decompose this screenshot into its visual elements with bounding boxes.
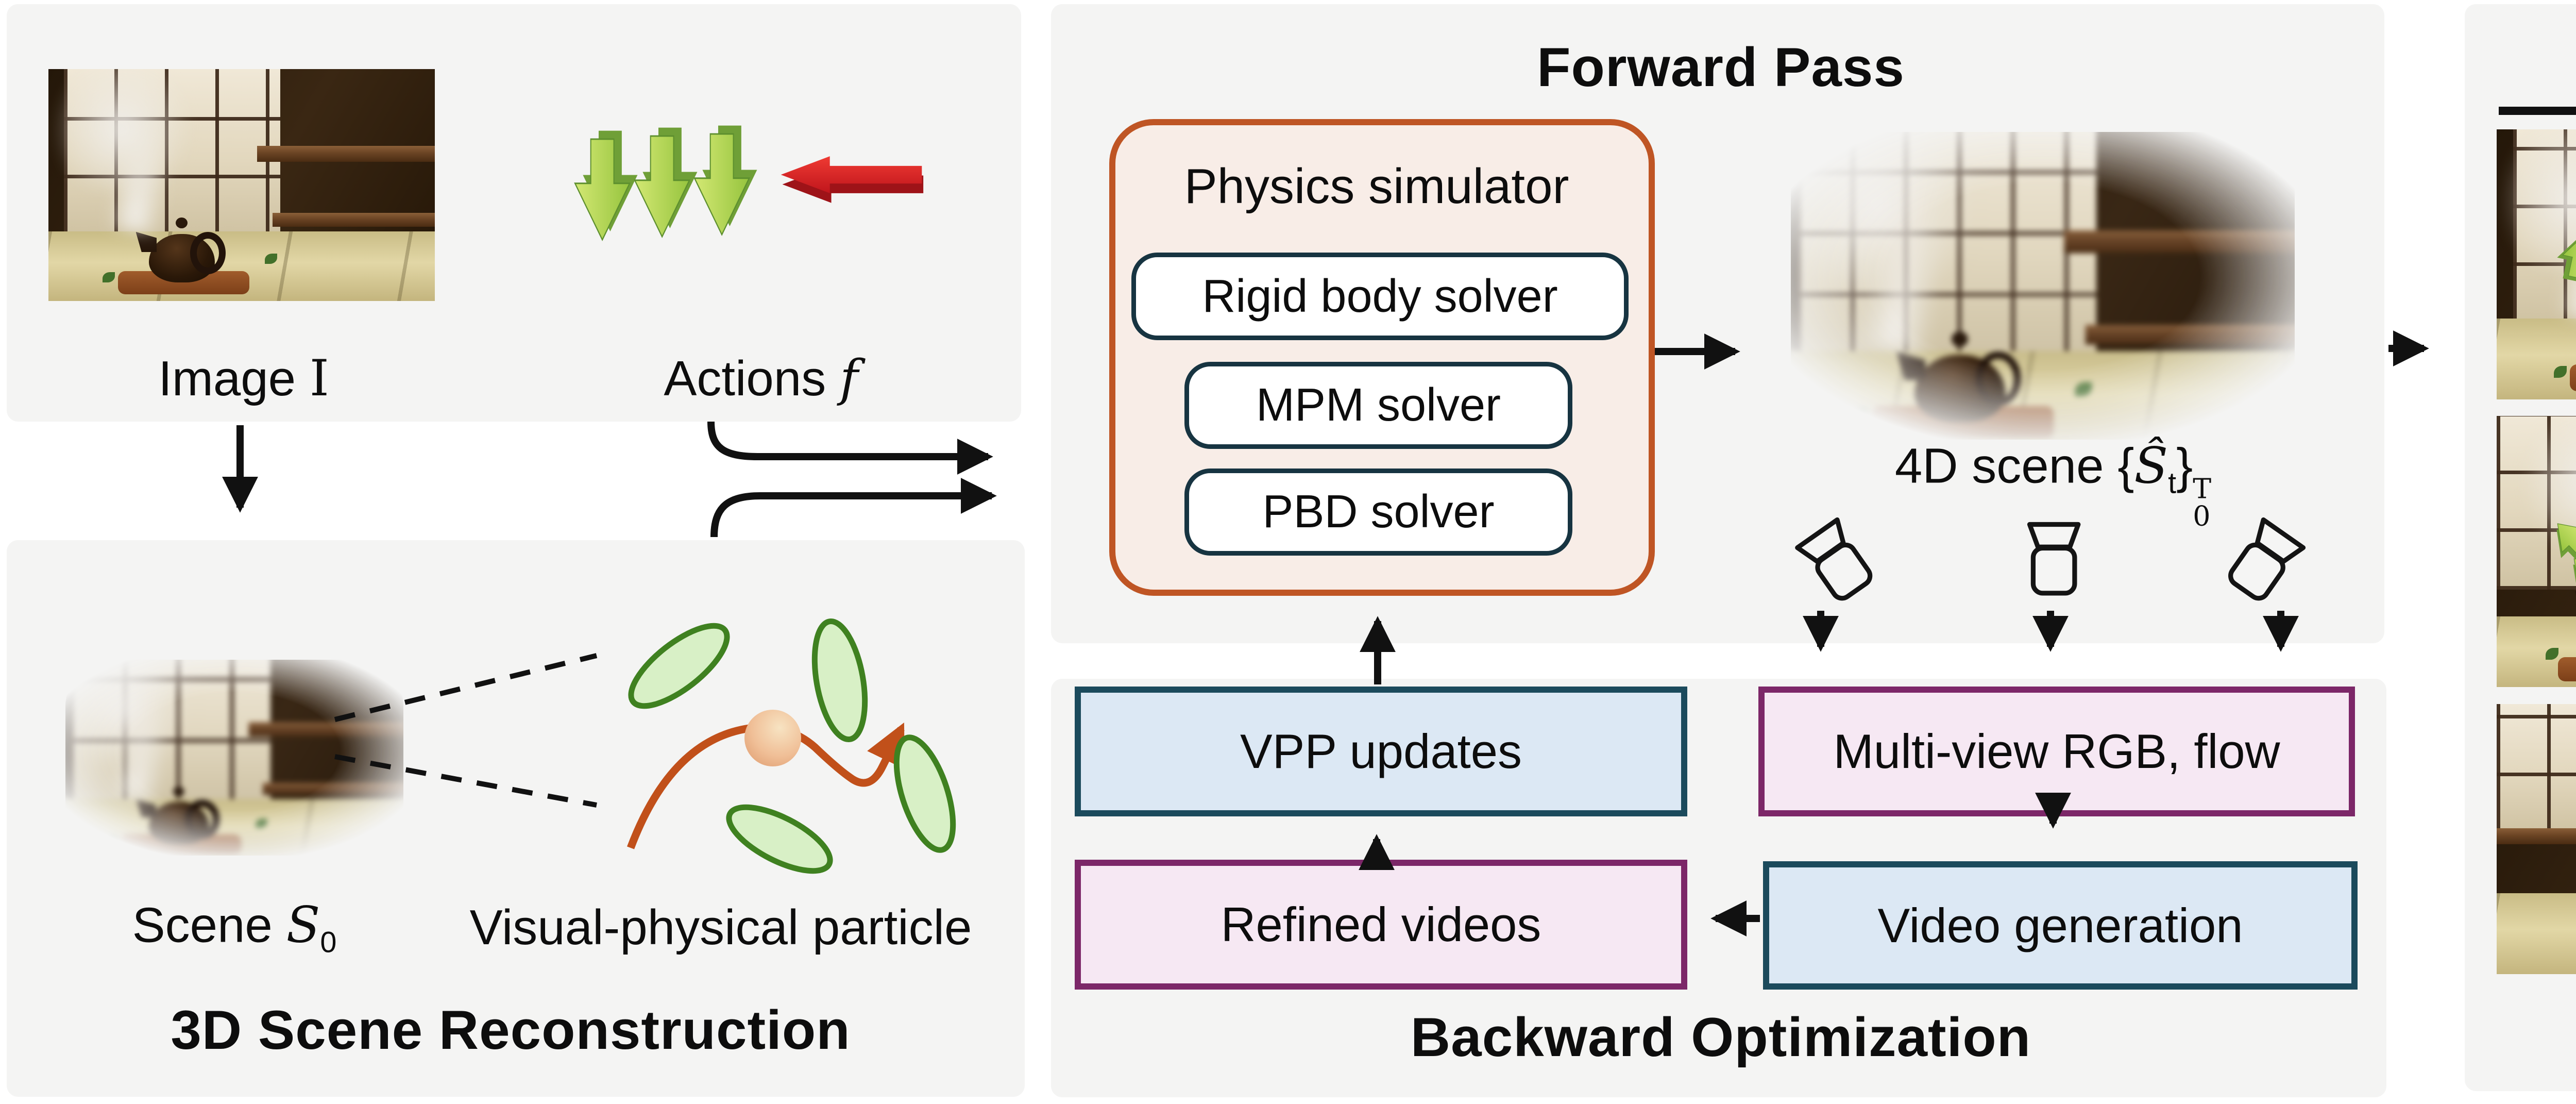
shelf-element	[2085, 325, 2310, 345]
left-section-title: 3D Scene Reconstruction	[171, 999, 851, 1061]
leaf-element	[2545, 647, 2559, 660]
grid-cell-r3c1	[2497, 704, 2576, 974]
scene-mock	[2497, 416, 2576, 687]
leaf-element	[265, 253, 277, 264]
shelf-element	[257, 145, 435, 162]
teapot-handle	[1975, 352, 2021, 407]
steam-element	[52, 69, 192, 190]
leaf-element	[256, 818, 267, 828]
4d-scene-render	[1775, 123, 2310, 449]
scene-mock	[2497, 129, 2576, 399]
mpm-solver-label: MPM solver	[1256, 379, 1501, 431]
floor-element	[2497, 318, 2576, 399]
scene-mock	[2497, 704, 2576, 974]
image-symbol: I	[309, 349, 329, 407]
leaf-element	[105, 835, 117, 845]
scene-mock	[48, 69, 435, 301]
steam-element	[59, 654, 188, 762]
video-generation-box: Video generation	[1763, 861, 2358, 990]
arrow-actions-to-simulator	[707, 421, 993, 475]
particle-label: Visual-physical particle	[469, 900, 972, 955]
refined-videos-label: Refined videos	[1221, 897, 1541, 951]
shelf-element	[273, 213, 435, 227]
steam-element	[1781, 123, 1974, 293]
pbd-solver-box: PBD solver	[1184, 469, 1572, 556]
vpp-updates-label: VPP updates	[1240, 724, 1522, 778]
shelf-element	[2497, 828, 2576, 845]
refined-videos-box: Refined videos	[1075, 860, 1687, 990]
steam-element	[2521, 416, 2576, 546]
multiview-rgb-flow-label: Multi-view RGB, flow	[1833, 724, 2280, 778]
shelf-element	[248, 722, 414, 737]
scene-mock	[1775, 123, 2310, 449]
tray-element	[2570, 364, 2576, 392]
mpm-solver-box: MPM solver	[1184, 362, 1572, 449]
pbd-solver-label: PBD solver	[1262, 486, 1495, 538]
scene-s0-thumbnail	[55, 654, 414, 862]
leaf-element	[2553, 365, 2567, 378]
teapot-lid	[173, 787, 184, 796]
win-element	[2497, 704, 2576, 834]
leaf-element	[103, 272, 115, 282]
video-generation-label: Video generation	[1877, 898, 2243, 952]
tray-element	[2557, 657, 2576, 682]
arrow-scene-to-simulator	[710, 478, 997, 538]
rigid-body-solver-label: Rigid body solver	[1202, 270, 1558, 322]
vpp-updates-box: VPP updates	[1075, 687, 1687, 816]
input-image	[48, 69, 435, 301]
teapot-handle	[184, 799, 220, 840]
grid-cell-r1c1	[2497, 129, 2576, 399]
steam-element	[2500, 129, 2576, 270]
multiview-rgb-flow-box: Multi-view RGB, flow	[1758, 687, 2355, 816]
teapot-lid	[1952, 331, 1969, 347]
teapot-handle	[190, 231, 226, 274]
forward-pass-title: Forward Pass	[1537, 36, 1905, 98]
physics-simulator-title: Physics simulator	[1184, 159, 1569, 214]
teapot	[135, 217, 226, 282]
scene-mock	[55, 654, 414, 862]
shelf-element	[2064, 230, 2310, 254]
backward-optimization-title: Backward Optimization	[1410, 1006, 2031, 1068]
rigid-body-solver-box: Rigid body solver	[1131, 253, 1629, 340]
floor-element	[2497, 893, 2576, 974]
teapot-lid	[176, 217, 188, 228]
grid-cell-r2c1	[2497, 416, 2576, 687]
shelf-element	[263, 782, 414, 795]
actions-symbol: f	[840, 349, 858, 407]
